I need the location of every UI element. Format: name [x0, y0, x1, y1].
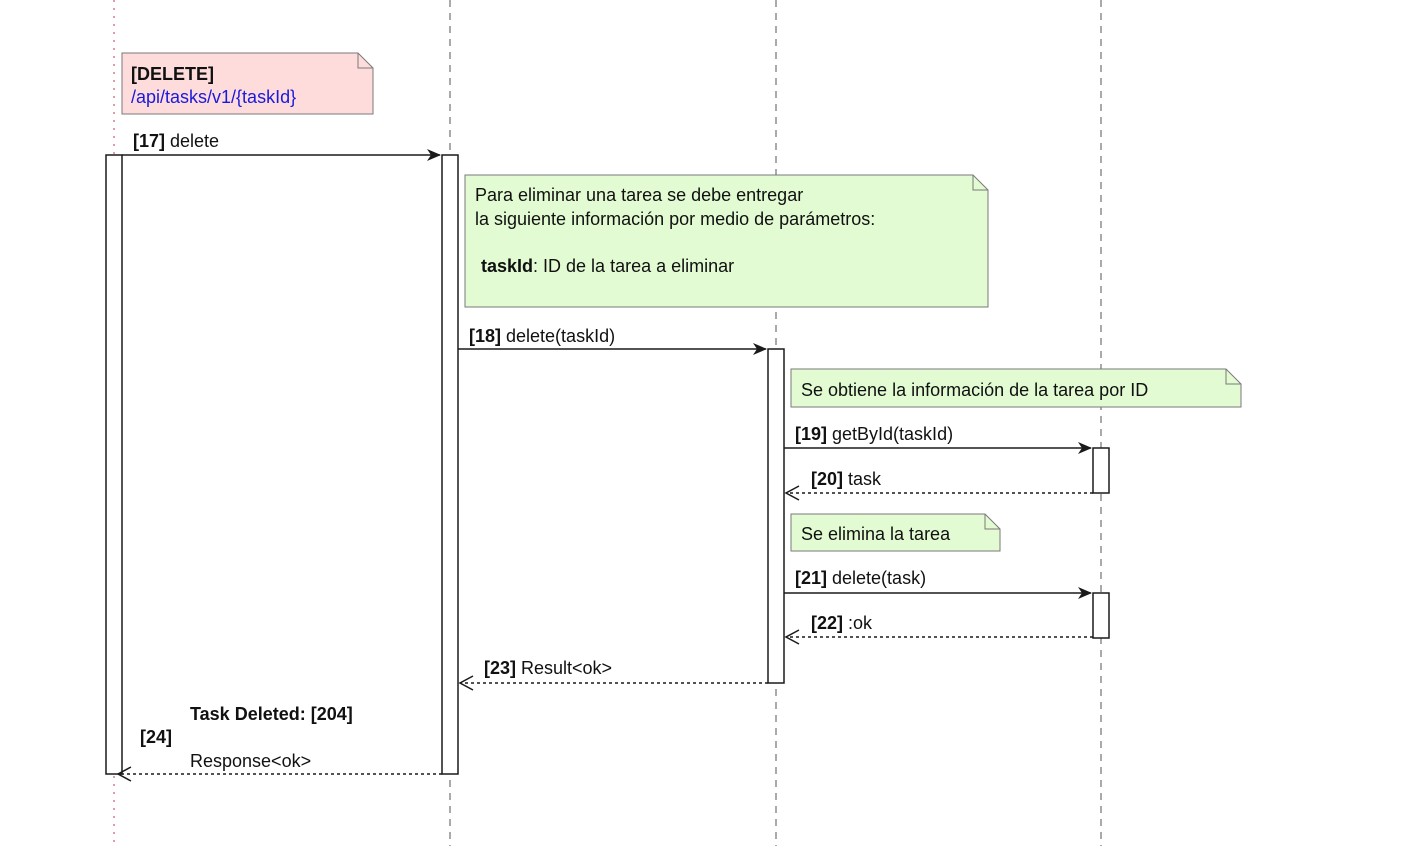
message-20-label: task [848, 469, 882, 489]
activation-controller [441, 154, 459, 775]
info-note-line-2: la siguiente información por medio de pa… [475, 209, 875, 229]
message-22-number: [22] [811, 613, 843, 633]
route-note: [DELETE] /api/tasks/v1/{taskId} [121, 52, 374, 115]
svg-text:[17]delete: [17]delete [133, 131, 219, 151]
svg-text:[22]:ok: [22]:ok [811, 613, 873, 633]
step-note-1-text: Se obtiene la información de la tarea po… [801, 380, 1148, 400]
message-24-title: Task Deleted: [204] [190, 704, 353, 724]
message-19-label: getById(taskId) [832, 424, 953, 444]
message-24-label: Response<ok> [190, 751, 311, 771]
svg-text:[21]delete(task): [21]delete(task) [795, 568, 926, 588]
step-note-2-text: Se elimina la tarea [801, 524, 951, 544]
step-note-2: Se elimina la tarea [790, 513, 1001, 552]
message-21-number: [21] [795, 568, 827, 588]
message-23: [23]Result<ok> [458, 658, 768, 691]
message-24: Task Deleted: [204] [24] Response<ok> [116, 704, 442, 782]
message-23-label: Result<ok> [521, 658, 612, 678]
svg-text:[18]delete(taskId): [18]delete(taskId) [469, 326, 615, 346]
message-17: [17]delete [122, 131, 441, 161]
message-22: [22]:ok [784, 613, 1093, 645]
message-21-label: delete(task) [832, 568, 926, 588]
message-20-number: [20] [811, 469, 843, 489]
info-note-line-1: Para eliminar una tarea se debe entregar [475, 185, 803, 205]
message-18-label: delete(taskId) [506, 326, 615, 346]
message-20: [20]task [784, 469, 1093, 501]
activation-repository-2 [1092, 592, 1110, 639]
message-18-number: [18] [469, 326, 501, 346]
info-note: Para eliminar una tarea se debe entregar… [464, 174, 989, 308]
param-name: taskId [481, 256, 533, 276]
step-note-1: Se obtiene la información de la tarea po… [790, 368, 1242, 408]
activation-repository-1 [1092, 447, 1110, 494]
message-18: [18]delete(taskId) [458, 326, 767, 355]
message-22-label: :ok [848, 613, 873, 633]
info-note-param: taskId: ID de la tarea a eliminar [481, 256, 734, 276]
message-17-label: delete [170, 131, 219, 151]
svg-text:[20]task: [20]task [811, 469, 882, 489]
message-19-number: [19] [795, 424, 827, 444]
message-21: [21]delete(task) [784, 568, 1092, 599]
message-17-number: [17] [133, 131, 165, 151]
message-23-number: [23] [484, 658, 516, 678]
message-19: [19]getById(taskId) [784, 424, 1092, 454]
svg-text:[19]getById(taskId): [19]getById(taskId) [795, 424, 953, 444]
svg-text:[23]Result<ok>: [23]Result<ok> [484, 658, 612, 678]
route-method: [DELETE] [131, 64, 214, 84]
param-desc: : ID de la tarea a eliminar [533, 256, 734, 276]
message-24-number: [24] [140, 727, 172, 747]
route-path: /api/tasks/v1/{taskId} [131, 87, 296, 107]
activation-client [105, 154, 123, 775]
activation-service [767, 348, 785, 684]
